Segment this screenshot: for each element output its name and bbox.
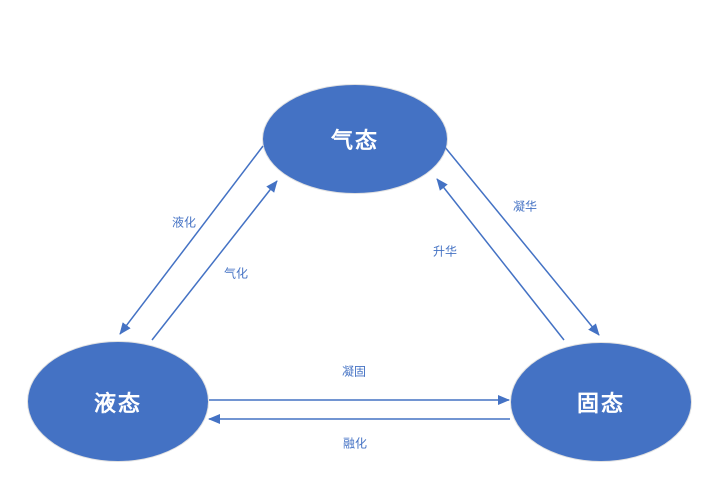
- edge-label-liquefaction[interactable]: 液化: [171, 215, 197, 230]
- node-liquid[interactable]: 液态: [28, 342, 208, 461]
- node-solid[interactable]: 固态: [511, 343, 691, 461]
- edge-label-deposition[interactable]: 凝华: [512, 199, 538, 214]
- edge-label-melting[interactable]: 融化: [342, 436, 368, 451]
- edge-label-solidification[interactable]: 凝固: [341, 364, 367, 379]
- connector-vaporization-liquid-to-gas[interactable]: [151, 180, 278, 341]
- edge-label-sublimation[interactable]: 升华: [432, 244, 458, 259]
- connector-deposition-gas-to-solid[interactable]: [443, 145, 600, 336]
- node-gas-label: 气态: [330, 129, 379, 154]
- edge-label-vaporization[interactable]: 气化: [223, 266, 249, 281]
- connector-sublimation-solid-to-gas[interactable]: [436, 178, 565, 341]
- node-gas[interactable]: 气态: [263, 85, 447, 193]
- connector-liquefaction-gas-to-liquid[interactable]: [119, 145, 264, 335]
- node-solid-label: 固态: [576, 392, 625, 417]
- node-liquid-label: 液态: [93, 391, 142, 417]
